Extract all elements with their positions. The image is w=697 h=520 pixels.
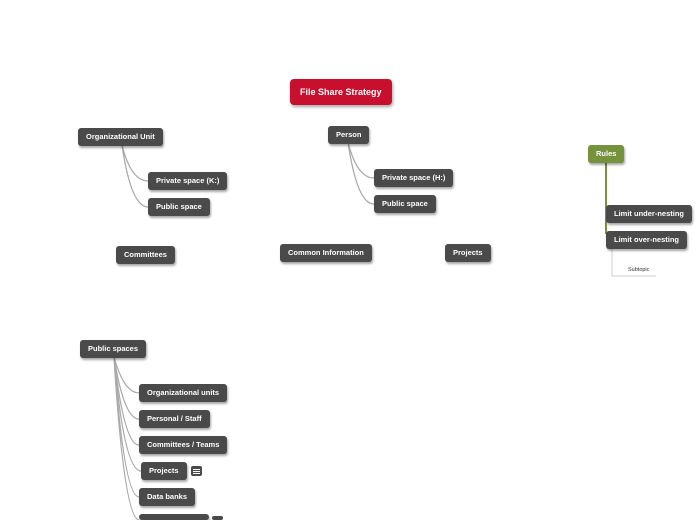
topic-committees[interactable]: Committees: [116, 246, 175, 264]
topic-common-information[interactable]: Common Information: [280, 244, 372, 262]
subtopic-private-space-h[interactable]: Private space (H:): [374, 169, 454, 187]
subtopic-public-space-person[interactable]: Public space: [374, 195, 436, 213]
subtopic-projects[interactable]: Projects: [141, 462, 187, 480]
topic-organizational-unit[interactable]: Organizational Unit: [78, 128, 163, 146]
topic-projects[interactable]: Projects: [445, 244, 491, 262]
central-topic[interactable]: File Share Strategy: [290, 79, 392, 105]
subtopic-limit-over-nesting[interactable]: Limit over-nesting: [606, 231, 688, 249]
subtopic-placeholder[interactable]: Subtopic: [628, 267, 650, 273]
subtopic-public-space-org[interactable]: Public space: [148, 198, 210, 216]
topic-public-spaces[interactable]: Public spaces: [80, 340, 147, 358]
subtopic-limit-under-nesting[interactable]: Limit under-nesting: [606, 205, 692, 223]
topic-rules[interactable]: Rules: [588, 145, 625, 163]
subtopic-committees-teams[interactable]: Committees / Teams: [139, 436, 228, 454]
topic-person[interactable]: Person: [328, 126, 370, 144]
subtopic-private-space-k[interactable]: Private space (K:): [148, 172, 228, 190]
note-icon-partial[interactable]: [212, 516, 223, 520]
subtopic-data-banks[interactable]: Data banks: [139, 488, 196, 506]
subtopic-organizational-units[interactable]: Organizational units: [139, 384, 228, 402]
subtopic-personal-staff[interactable]: Personal / Staff: [139, 410, 210, 428]
note-icon[interactable]: [191, 466, 202, 476]
subtopic-partial[interactable]: [139, 514, 209, 520]
